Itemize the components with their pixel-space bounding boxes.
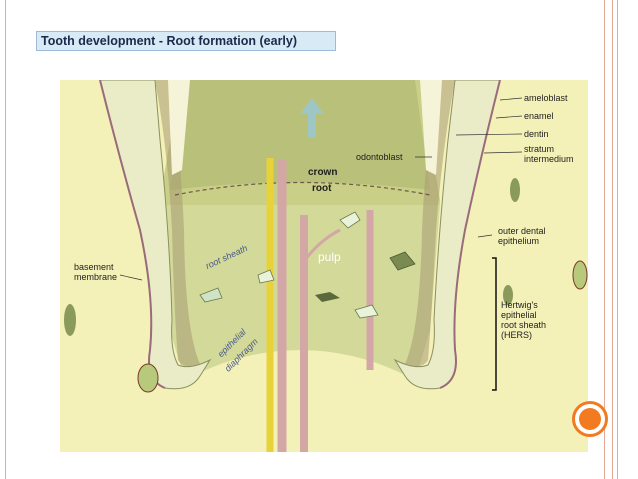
label-intermedium: intermedium bbox=[524, 154, 574, 164]
slide-title: Tooth development - Root formation (earl… bbox=[36, 31, 336, 51]
follicle-cell bbox=[572, 260, 588, 290]
label-hertwigs: Hertwig's bbox=[501, 300, 538, 310]
label-hers-abbrev: (HERS) bbox=[501, 330, 532, 340]
leader-line bbox=[495, 115, 523, 119]
label-enamel: enamel bbox=[524, 111, 554, 121]
left-enamel bbox=[168, 80, 190, 175]
vessel-branch bbox=[303, 228, 341, 261]
label-crown: crown bbox=[308, 167, 338, 178]
follicle-cell bbox=[510, 178, 520, 202]
label-odontoblast: odontoblast bbox=[356, 152, 403, 162]
label-pulp: pulp bbox=[318, 250, 341, 264]
label-membrane: membrane bbox=[74, 272, 118, 282]
fibroblast-cell bbox=[354, 304, 379, 319]
fibroblast-cell bbox=[389, 251, 416, 271]
diagram-illustration bbox=[64, 80, 588, 452]
slide-frame bbox=[5, 0, 605, 479]
crown-root-boundary bbox=[174, 181, 431, 196]
left-dentin-layer bbox=[155, 80, 200, 367]
fibroblast-cell bbox=[257, 269, 275, 284]
fibroblast-cell bbox=[339, 211, 361, 229]
label-ameloblast: ameloblast bbox=[524, 93, 568, 103]
slide-accent-dot bbox=[572, 401, 608, 437]
tooth-root-diagram: ameloblast enamel dentin stratum interme… bbox=[60, 80, 588, 452]
label-hers-epithelial: epithelial bbox=[501, 310, 537, 320]
label-epithelium: epithelium bbox=[498, 236, 540, 246]
fibroblast-cell bbox=[315, 292, 340, 302]
leader-line bbox=[477, 234, 493, 238]
fibroblast-cell bbox=[199, 287, 223, 303]
label-basement: basement bbox=[74, 262, 114, 272]
right-dentin-layer bbox=[405, 80, 455, 367]
hers-bracket bbox=[492, 257, 497, 391]
eruption-arrow bbox=[300, 98, 324, 138]
label-dentin: dentin bbox=[524, 129, 549, 139]
crown-region bbox=[170, 80, 430, 190]
rail-line bbox=[617, 0, 618, 479]
label-root: root bbox=[312, 183, 332, 194]
leader-line bbox=[455, 133, 523, 136]
leader-line bbox=[483, 151, 523, 154]
label-outer-dental: outer dental bbox=[498, 226, 546, 236]
label-stratum: stratum bbox=[524, 144, 555, 154]
leader-line bbox=[119, 274, 143, 281]
follicle-cell bbox=[503, 285, 513, 305]
rail-line bbox=[612, 0, 613, 479]
right-basement-membrane bbox=[439, 80, 501, 389]
follicle-cell bbox=[137, 363, 159, 393]
follicle-cell bbox=[64, 304, 76, 336]
leader-line bbox=[499, 97, 523, 101]
right-enamel bbox=[420, 80, 442, 175]
label-hers-root-sheath: root sheath bbox=[501, 320, 547, 330]
